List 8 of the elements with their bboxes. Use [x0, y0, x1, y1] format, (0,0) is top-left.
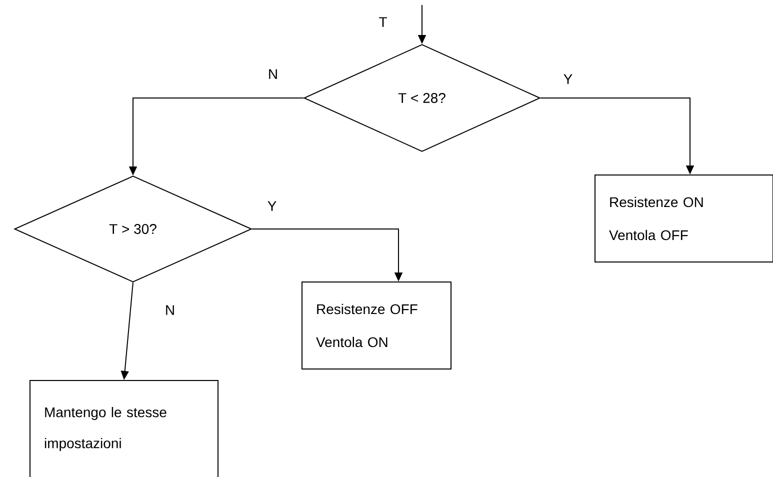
edge-label: Y [266, 200, 278, 212]
edge-label: Y [562, 73, 574, 85]
edge-label: T [378, 16, 388, 28]
process-box: Mantengo le stesse impostazioni [30, 380, 218, 477]
process-box: Resistenze OFF Ventola ON [302, 282, 452, 370]
edge-label: N [164, 304, 176, 316]
edge-label: N [266, 68, 280, 80]
process-box: Resistenze ON Ventola OFF [594, 174, 773, 262]
